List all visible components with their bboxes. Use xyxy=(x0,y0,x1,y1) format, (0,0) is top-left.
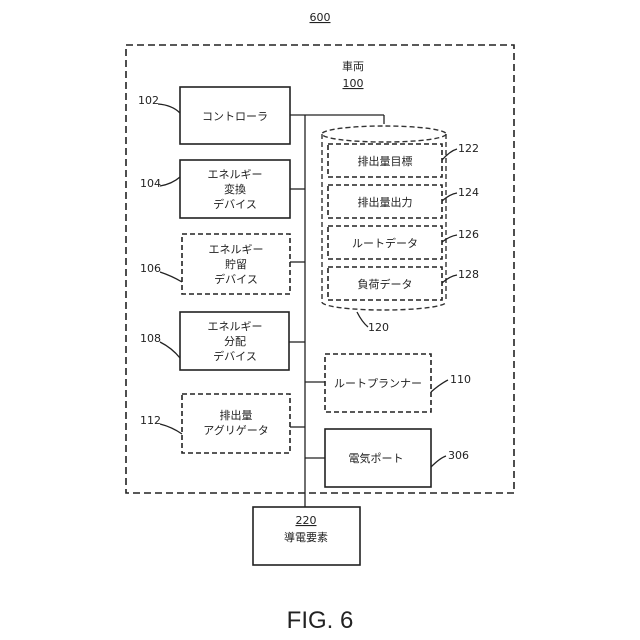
energy-distribution-label-line-2: 分配 xyxy=(224,335,246,348)
energy-conversion-reference-number: 104 xyxy=(140,177,161,190)
route-planner-label: ルートプランナー xyxy=(334,377,422,390)
controller-leader-line xyxy=(158,104,180,113)
energy-storage-label-line-1: エネルギー xyxy=(209,243,264,256)
vehicle-label: 車両 xyxy=(342,59,364,73)
database-entry-leader-line xyxy=(442,193,457,201)
controller-reference-number: 102 xyxy=(138,94,159,107)
energy-storage-leader-line xyxy=(160,272,182,282)
energy-storage-label-line-2: 貯留 xyxy=(225,258,247,271)
figure-caption: FIG. 6 xyxy=(287,607,354,634)
energy-conversion-device-block: エネルギー 変換 デバイス xyxy=(180,160,290,218)
database-entry-reference-number: 126 xyxy=(458,228,479,241)
database-entry-reference-number: 122 xyxy=(458,142,479,155)
energy-distribution-label-line-1: エネルギー xyxy=(208,320,263,333)
emission-aggregator-label-line-1: 排出量 xyxy=(220,408,253,422)
conductive-element-reference-number: 220 xyxy=(296,514,317,527)
energy-conversion-label-line-3: デバイス xyxy=(213,197,257,211)
electric-port-label: 電気ポート xyxy=(349,451,404,465)
emission-aggregator-block: 排出量 アグリゲータ xyxy=(182,394,290,453)
system-reference-number: 600 xyxy=(310,11,331,24)
database-bottom-curve xyxy=(322,302,446,310)
energy-storage-device-block: エネルギー 貯留 デバイス xyxy=(182,234,290,294)
energy-conversion-label-line-2: 変換 xyxy=(224,182,246,196)
energy-conversion-label-line-1: エネルギー xyxy=(208,168,263,181)
emission-aggregator-reference-number: 112 xyxy=(140,414,161,427)
energy-distribution-leader-line xyxy=(160,342,180,358)
emission-aggregator-label-line-2: アグリゲータ xyxy=(203,423,268,437)
route-planner-block: ルートプランナー xyxy=(325,354,431,412)
energy-conversion-leader-line xyxy=(160,177,180,186)
emission-aggregator-leader-line xyxy=(160,424,182,434)
database-reference-number: 120 xyxy=(368,321,389,334)
energy-distribution-device-block: エネルギー 分配 デバイス xyxy=(180,312,289,370)
energy-distribution-reference-number: 108 xyxy=(140,332,161,345)
database-entry-label: 負荷データ xyxy=(358,277,413,291)
database-120: 排出量目標 排出量出力 ルートデータ 負荷データ xyxy=(322,126,446,310)
database-entry-leader-line xyxy=(442,149,457,160)
conductive-element-label: 導電要素 xyxy=(284,530,328,544)
energy-storage-reference-number: 106 xyxy=(140,262,161,275)
database-entry-leader-line xyxy=(442,275,457,283)
vehicle-reference-number: 100 xyxy=(343,77,364,90)
controller-block: コントローラ xyxy=(180,87,290,144)
database-entry-label: 排出量出力 xyxy=(358,195,413,209)
route-planner-reference-number: 110 xyxy=(450,373,471,386)
route-planner-leader-line xyxy=(431,380,448,392)
database-top-ellipse xyxy=(322,126,446,142)
energy-storage-label-line-3: デバイス xyxy=(214,272,258,286)
database-entry-label: ルートデータ xyxy=(352,236,418,250)
electric-port-block: 電気ポート xyxy=(325,429,431,487)
database-entry-label: 排出量目標 xyxy=(358,154,413,168)
database-entry-reference-number: 128 xyxy=(458,268,479,281)
conductive-element-block: 220 導電要素 xyxy=(253,507,360,565)
database-leader-line xyxy=(357,312,368,327)
controller-label: コントローラ xyxy=(202,110,268,123)
database-entry-leader-line xyxy=(442,235,457,242)
energy-distribution-label-line-3: デバイス xyxy=(213,349,257,363)
electric-port-leader-line xyxy=(431,456,446,467)
electric-port-reference-number: 306 xyxy=(448,449,469,462)
database-entry-reference-number: 124 xyxy=(458,186,479,199)
